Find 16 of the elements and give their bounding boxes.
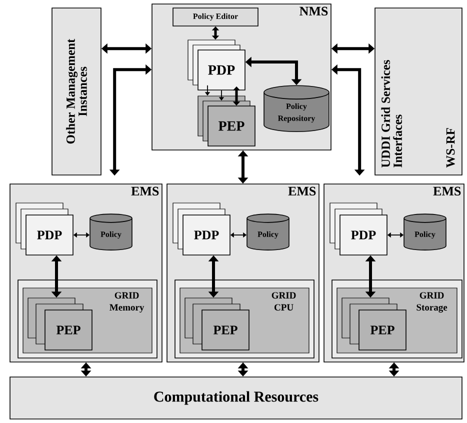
stacked-box: PDP	[172, 202, 230, 256]
database-cylinder: Policy	[246, 214, 290, 250]
stacked-box: PEP	[198, 96, 256, 146]
database-cylinder: Policy	[90, 214, 132, 250]
stacked-box: PEP	[184, 298, 250, 350]
process-box: Policy Editor	[172, 8, 258, 26]
process-box: Computational Resources	[10, 376, 462, 420]
stacked-box: PDP	[188, 40, 246, 90]
label-box: Other Management Instances	[52, 8, 102, 176]
stacked-box: PDP	[330, 202, 388, 256]
stacked-box: PEP	[342, 298, 406, 350]
database-cylinder: Policy Repository	[264, 85, 330, 132]
database-cylinder: Policy	[404, 214, 446, 250]
label-box: UDDI Grid Services Interfaces WS-RF	[374, 8, 462, 176]
stacked-box: PEP	[28, 298, 92, 350]
stacked-box: PDP	[16, 202, 74, 256]
